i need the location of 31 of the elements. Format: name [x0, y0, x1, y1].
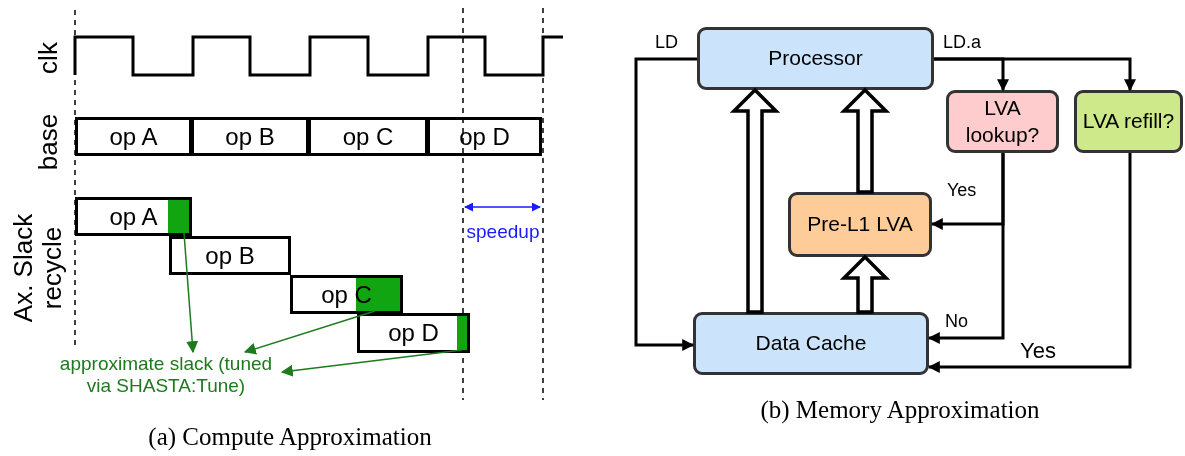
process-box: Processor — [697, 27, 934, 90]
hollow-arrow — [839, 255, 891, 314]
annotation-text: approximate slack (tuned via SHASTA:Tune) — [50, 352, 282, 398]
row-label: base — [32, 113, 64, 171]
process-box: LVA refill? — [1074, 90, 1183, 153]
arrow — [927, 153, 1132, 373]
operation-box: op D — [427, 117, 542, 156]
hollow-arrow — [729, 88, 781, 314]
arrow — [634, 57, 697, 351]
figure-caption: (a) Compute Approximation — [148, 423, 432, 451]
process-box: Pre-L1 LVA — [788, 192, 932, 257]
operation-box: op A — [75, 117, 192, 156]
arrow — [934, 57, 1136, 92]
process-box: LVA lookup? — [946, 90, 1059, 153]
figure-caption: (b) Memory Approximation — [760, 396, 1040, 424]
operation-box: op D — [357, 313, 470, 353]
leader-arrow — [280, 349, 463, 377]
leader-arrow — [183, 232, 199, 354]
process-box: Data Cache — [693, 312, 929, 375]
slack-bar — [168, 200, 189, 233]
operation-box: op A — [75, 197, 192, 236]
operation-box: op B — [191, 117, 309, 156]
hollow-arrow — [839, 88, 891, 194]
edge-label: Yes — [1020, 341, 1056, 361]
speedup-label: speedup — [466, 221, 540, 243]
slack-bar — [457, 316, 467, 350]
operation-box: op B — [169, 236, 291, 275]
row-label: Ax. Slack recycle — [9, 212, 67, 325]
row-label: clk — [32, 42, 64, 74]
arrow — [927, 153, 1005, 344]
operation-box: op C — [308, 117, 428, 156]
